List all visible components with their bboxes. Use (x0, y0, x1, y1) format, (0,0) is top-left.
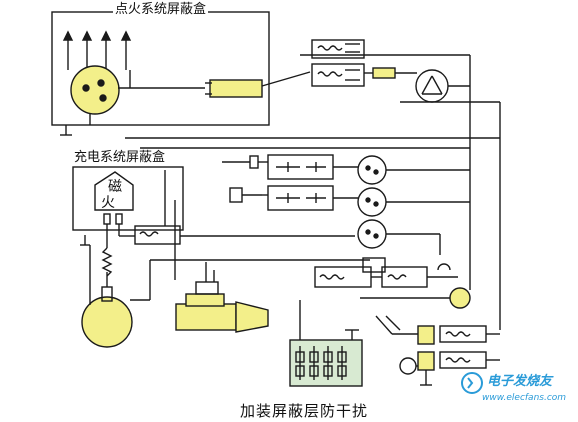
watermark-logo (461, 372, 483, 394)
ignition-switch (415, 69, 449, 103)
lamp-sockets (222, 154, 358, 211)
charging-shield-box (72, 166, 184, 231)
charging-shield-box-label: 充电系统屏蔽盒 (72, 150, 168, 166)
lower-relay-group (314, 257, 458, 288)
switch-1 (357, 155, 387, 185)
fuse-box (289, 339, 363, 387)
regulator-char-1: 磁 (108, 179, 122, 195)
horn (449, 287, 471, 309)
regulator-char-2: 火 (101, 195, 115, 211)
charging-relay (134, 225, 181, 245)
switch-3 (357, 219, 387, 249)
spark-plug-arrows (62, 30, 132, 70)
switch-2 (357, 187, 387, 217)
watermark-url: www.elecfans.com (482, 393, 567, 403)
ignition-relays (311, 39, 365, 87)
ignition-shield-box-label: 点火系统屏蔽盒 (113, 2, 209, 18)
diagram-caption: 加装屏蔽层防干扰 (240, 402, 369, 420)
starter-motor (175, 262, 269, 333)
bottom-right-relays (375, 315, 500, 386)
fuse (372, 67, 396, 79)
watermark-name: 电子发烧友 (487, 374, 553, 389)
distributor (70, 65, 120, 115)
generator (81, 296, 133, 348)
ignition-coil (209, 79, 263, 98)
voltage-regulator (94, 171, 134, 211)
